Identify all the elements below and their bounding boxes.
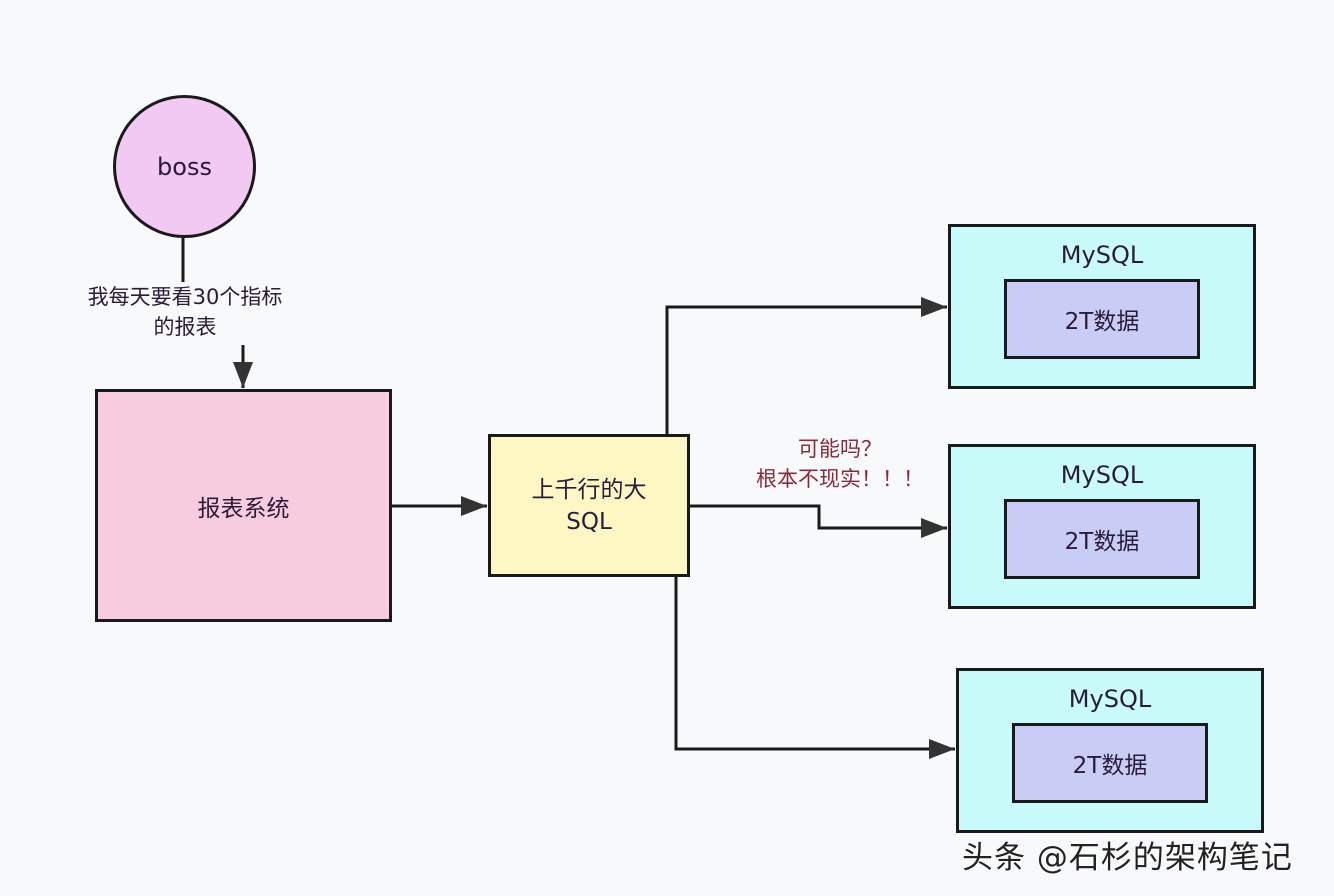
big-sql-line2: SQL	[566, 508, 612, 535]
boss-label: boss	[157, 152, 212, 181]
boss-node: boss	[113, 95, 256, 238]
mysql-node-1: MySQL 2T数据	[948, 224, 1256, 389]
mysql-title: MySQL	[1060, 461, 1144, 489]
big-sql-line1: 上千行的大	[531, 476, 647, 503]
watermark: 头条 @石杉的架构笔记	[962, 840, 1293, 876]
mysql-node-3: MySQL 2T数据	[956, 668, 1264, 833]
big-sql-node: 上千行的大 SQL	[488, 434, 690, 577]
warning-line2: 根本不现实！！！	[756, 467, 924, 491]
mysql-node-2: MySQL 2T数据	[948, 444, 1256, 609]
sql-to-mysql-1-arrow	[665, 297, 947, 434]
mysql-data-label: 2T数据	[1072, 753, 1148, 779]
mysql-data-box: 2T数据	[1012, 723, 1208, 803]
report-system-node: 报表系统	[95, 389, 392, 622]
boss-quote-line1: 我每天要看30个指标	[87, 285, 283, 309]
boss-quote-label: 我每天要看30个指标 的报表	[80, 282, 290, 342]
boss-quote-line2: 的报表	[153, 315, 217, 339]
mysql-data-label: 2T数据	[1064, 309, 1140, 335]
mysql-title: MySQL	[1060, 241, 1144, 269]
mysql-data-box: 2T数据	[1004, 499, 1200, 579]
mysql-title: MySQL	[1068, 685, 1152, 713]
warning-line1: 可能吗？	[798, 437, 882, 461]
report-system-label: 报表系统	[197, 495, 290, 522]
sql-to-mysql-2-arrow	[690, 504, 947, 538]
warning-label: 可能吗？ 根本不现实！！！	[720, 434, 960, 494]
mysql-data-label: 2T数据	[1064, 529, 1140, 555]
mysql-data-box: 2T数据	[1004, 279, 1200, 359]
sql-to-mysql-3-arrow	[674, 577, 955, 759]
